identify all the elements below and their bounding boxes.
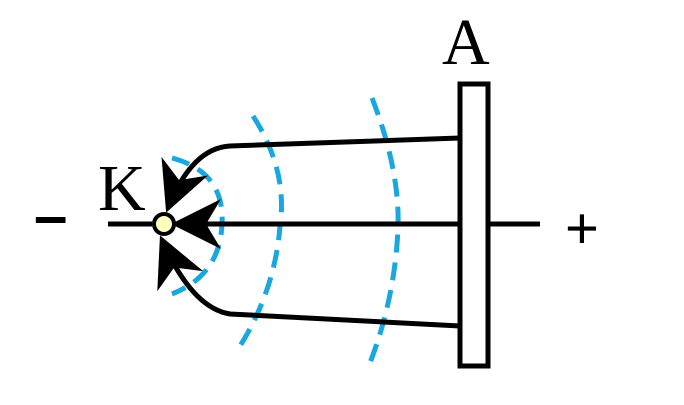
field-line-lower [157,235,461,329]
negative-sign-label: – [34,182,68,249]
cathode-label: K [98,152,146,225]
positive-sign-label: + [565,196,599,261]
field-line-upper [161,135,461,213]
anode-plate [457,81,491,369]
equipotential-line-middle [237,114,284,348]
equipotential-line-outer [365,97,401,369]
anode-label: A [442,6,490,79]
cathode-point [152,212,176,236]
